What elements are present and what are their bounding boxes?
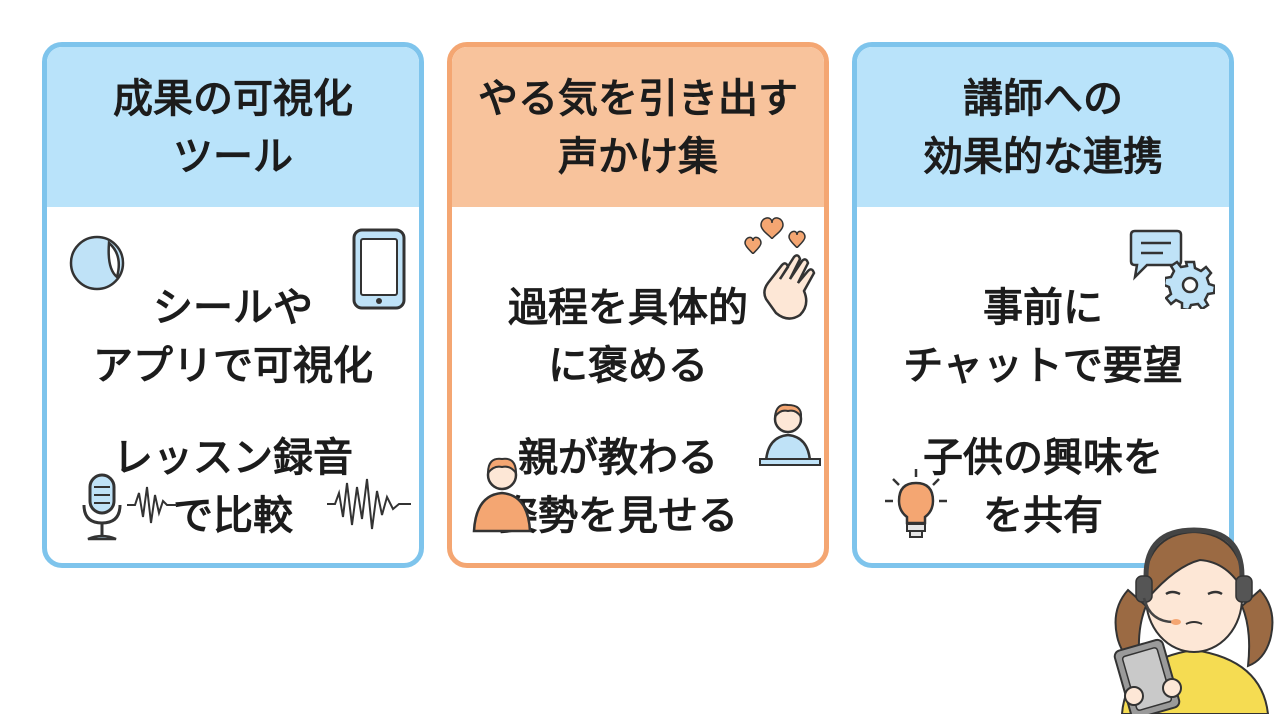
support-girl-with-tablet (1113, 527, 1274, 714)
sound-wave-icon (127, 486, 177, 524)
parent-icon (472, 457, 532, 533)
card-item: レッスン録音 で比較 (113, 435, 353, 539)
card-item: シールや アプリで可視化 (93, 285, 373, 389)
card-item: 事前に チャットで要望 (903, 285, 1183, 389)
card-motivation-phrases: やる気を引き出す 声かけ集 過程を具体的 に褒める 親が教わる 姿勢を見せる (447, 42, 829, 568)
smartphone-icon (352, 228, 406, 310)
praising-hand-icon (763, 254, 816, 320)
card-title: 成果の可視化 ツール (47, 47, 419, 207)
chat-bubble-icon (1129, 229, 1183, 281)
sound-wave-icon (327, 478, 411, 530)
hearts-icon (744, 217, 806, 255)
sticker-icon (69, 235, 125, 291)
card-visualization-tools: 成果の可視化 ツール シールや アプリで可視化 レッスン録音 で比較 (42, 42, 424, 568)
card-title: 講師への 効果的な連携 (857, 47, 1229, 207)
gear-icon (1165, 260, 1215, 309)
student-icon (759, 403, 821, 466)
card-item: 親が教わる 姿勢を見せる (498, 435, 738, 539)
lightbulb-icon (885, 469, 947, 538)
card-item: 子供の興味を を共有 (923, 435, 1163, 539)
card-title: やる気を引き出す 声かけ集 (452, 47, 824, 207)
microphone-icon (82, 473, 122, 541)
card-teacher-coordination: 講師への 効果的な連携 事前に チャットで要望 子供の興味を を共有 (852, 42, 1234, 568)
card-item: 過程を具体的 に褒める (508, 285, 748, 389)
